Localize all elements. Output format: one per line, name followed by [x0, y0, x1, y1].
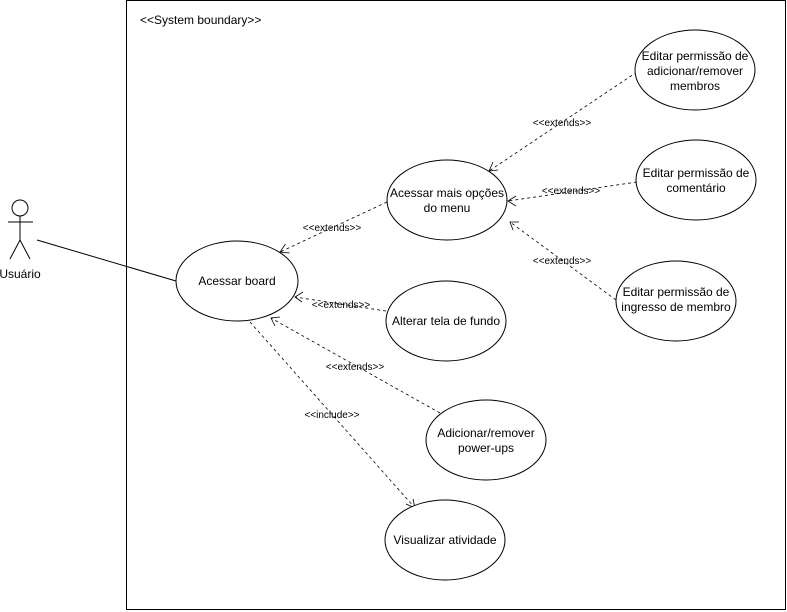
use-case-label-line-2: adicionar/remover	[647, 64, 743, 78]
use-case-label-line-1: Editar permissão de	[643, 166, 750, 180]
relation-perm-comentario-to-mais-opcoes	[507, 181, 638, 207]
association-line	[36, 239, 177, 282]
use-case-acessar-board: Acessar board	[175, 240, 299, 322]
extends-label-perm-ingresso: <<extends>>	[533, 256, 592, 267]
relation-alterar-fundo-to-board	[294, 291, 387, 312]
extends-label-mais-opcoes: <<extends>>	[303, 223, 362, 234]
use-case-label: Visualizar atividade	[393, 533, 496, 547]
actor-left-leg	[9, 239, 21, 260]
use-case-perm-comentario: Editar permissão de comentário	[635, 139, 757, 221]
use-case-label-line-2: do menu	[424, 201, 471, 215]
actor-label: Usuário	[0, 267, 41, 281]
use-case-label-line-1: Editar permissão de	[623, 285, 730, 299]
use-case-label-line-1: Editar permissão de	[642, 49, 749, 63]
extends-label-perm-membros: <<extends>>	[533, 118, 592, 129]
relation-mais-opcoes-to-board	[279, 201, 388, 254]
actor-head	[11, 199, 29, 217]
use-case-visualizar-atividade: Visualizar atividade	[384, 499, 506, 581]
extends-label-perm-comentario: <<extends>>	[542, 186, 601, 197]
actor-right-leg	[19, 239, 31, 260]
use-case-label-line-2: ingresso de membro	[621, 300, 731, 314]
use-case-mais-opcoes: Acessar mais opções do menu	[386, 159, 508, 241]
extends-label-power-ups: <<extends>>	[326, 362, 385, 373]
extends-label-alterar-fundo: <<extends>>	[312, 300, 371, 311]
include-label-visualizar: <<include>>	[304, 410, 359, 421]
use-case-label-line-1: Acessar mais opções	[390, 186, 504, 200]
use-case-label-line-2: power-ups	[458, 441, 514, 455]
relation-perm-ingresso-to-mais-opcoes	[509, 221, 617, 301]
use-case-label: Acessar board	[198, 274, 275, 288]
relation-power-ups-to-board	[270, 316, 441, 414]
use-case-perm-ingresso: Editar permissão de ingresso de membro	[615, 260, 737, 342]
use-case-label-line-1: Adicionar/remover	[437, 426, 534, 440]
use-case-label-line-3: membros	[670, 79, 720, 93]
use-case-power-ups: Adicionar/remover power-ups	[425, 399, 547, 481]
actor-usuario: Usuário	[0, 199, 41, 281]
use-case-alterar-fundo: Alterar tela de fundo	[385, 280, 507, 362]
use-case-perm-membros: Editar permissão de adicionar/remover me…	[634, 29, 756, 111]
system-boundary-label: <<System boundary>>	[140, 13, 261, 27]
use-case-label: Alterar tela de fundo	[392, 314, 500, 328]
use-case-label-line-2: comentário	[666, 181, 726, 195]
